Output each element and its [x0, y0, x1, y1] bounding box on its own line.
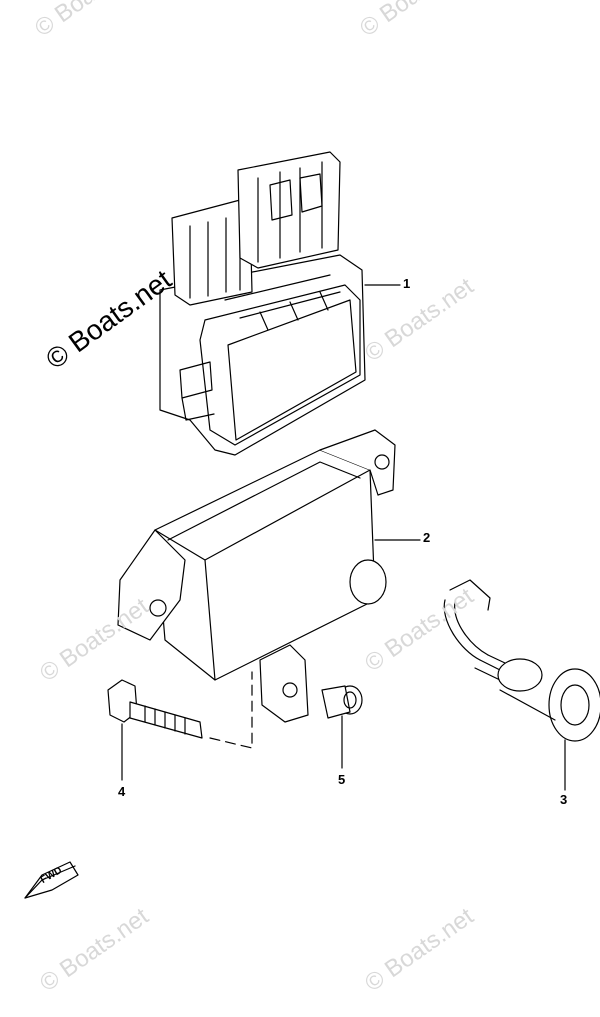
- mounting-bracket[interactable]: [118, 430, 395, 722]
- callout-part-3[interactable]: 3: [560, 792, 568, 807]
- callout-part-4[interactable]: 4: [118, 784, 126, 799]
- callout-part-1[interactable]: 1: [403, 276, 411, 291]
- collar[interactable]: [322, 686, 362, 718]
- wire-grommet[interactable]: [444, 580, 600, 741]
- control-unit-module[interactable]: [160, 152, 365, 455]
- callout-part-2[interactable]: 2: [423, 530, 431, 545]
- dashed-assembly-line: [210, 672, 252, 748]
- bolt[interactable]: [108, 680, 202, 738]
- fwd-arrow-icon: [25, 862, 78, 898]
- callout-part-5[interactable]: 5: [338, 772, 346, 787]
